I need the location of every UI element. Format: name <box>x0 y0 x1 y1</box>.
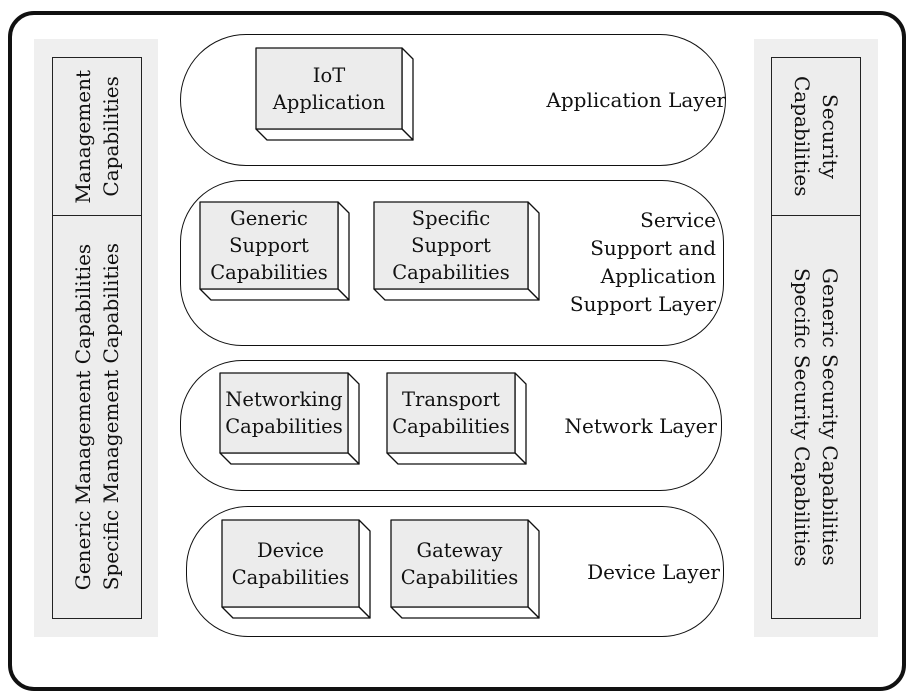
box-front-face <box>199 201 339 290</box>
box-3d-shape <box>219 372 360 465</box>
box-front-face <box>255 47 403 130</box>
network-layer-label: Network Layer <box>564 414 717 438</box>
box-bottom-face <box>199 288 350 301</box>
device-layer-label: Device Layer <box>587 560 720 584</box>
service-support-layer-label: Service Support and Application Support … <box>569 208 716 316</box>
box-side-face <box>337 201 350 301</box>
box-side-face <box>527 201 540 301</box>
box-3d-shape <box>221 519 371 619</box>
box-3d-shape <box>373 201 540 301</box>
box-bottom-face <box>386 452 527 465</box>
application-layer-label: Application Layer <box>546 88 726 112</box>
box-front-face <box>221 519 360 608</box>
box-bottom-face <box>221 606 371 619</box>
box-bottom-face <box>255 128 414 141</box>
box-side-face <box>401 47 414 141</box>
box-3d-shape <box>390 519 540 619</box>
box-3d-shape <box>199 201 350 301</box>
box-front-face <box>386 372 516 454</box>
box-front-face <box>390 519 529 608</box>
box-front-face <box>373 201 529 290</box>
box-side-face <box>514 372 527 465</box>
box-front-face <box>219 372 349 454</box>
box-3d-shape <box>255 47 414 141</box>
column-divider <box>772 215 860 216</box>
box-bottom-face <box>390 606 540 619</box>
box-side-face <box>527 519 540 619</box>
box-side-face <box>347 372 360 465</box>
box-bottom-face <box>219 452 360 465</box>
column-divider <box>53 215 141 216</box>
box-bottom-face <box>373 288 540 301</box>
box-3d-shape <box>386 372 527 465</box>
box-side-face <box>358 519 371 619</box>
